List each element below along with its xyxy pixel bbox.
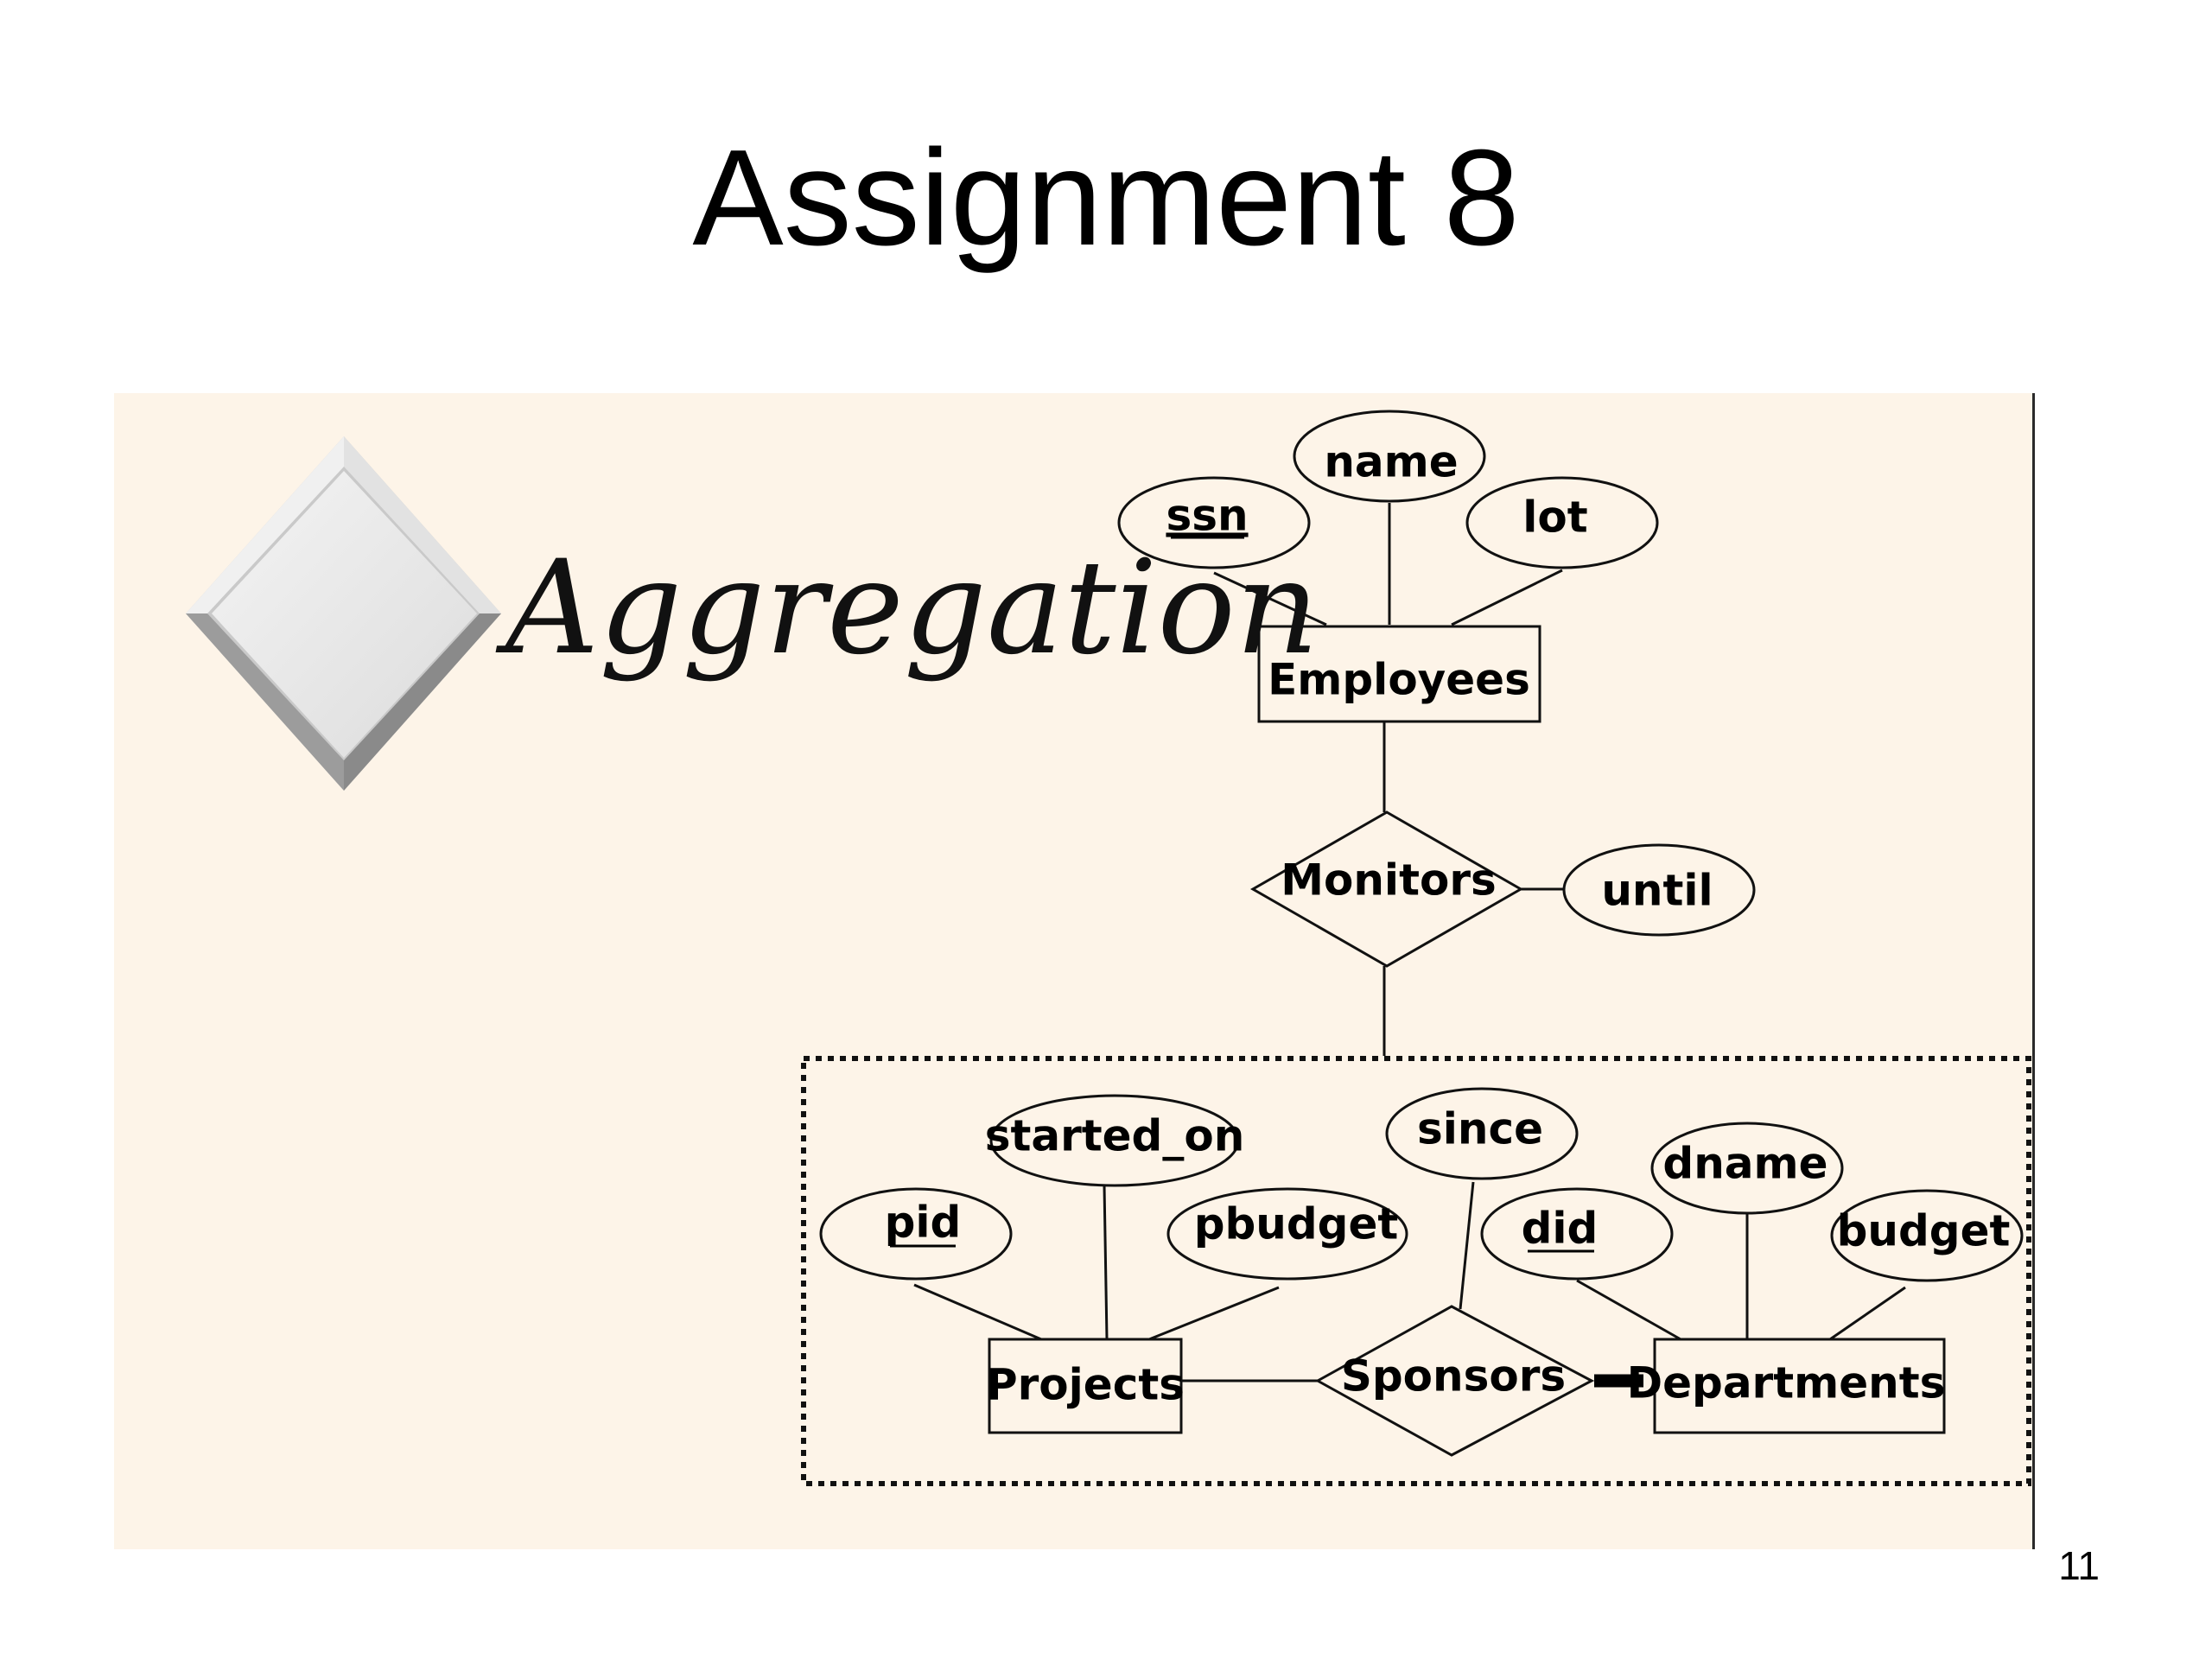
- entity-label-employees: Employees: [1268, 655, 1530, 705]
- attribute-ssn: [1117, 476, 1311, 569]
- page-number: 11: [2058, 1543, 2100, 1588]
- entity-employees: Employees: [1257, 625, 1541, 723]
- attribute-started-on: [989, 1094, 1240, 1187]
- relationship-sponsors: Sponsors: [1314, 1305, 1595, 1457]
- aggregation-boundary: [801, 1056, 2031, 1486]
- attribute-budget: [1830, 1189, 2024, 1282]
- attribute-label-pbudget: pbudget: [1194, 1199, 1399, 1249]
- attribute-pid: [819, 1187, 1013, 1281]
- diamond-logo-icon: [186, 436, 501, 791]
- entity-projects: Projects: [986, 1338, 1185, 1434]
- attribute-name: [1293, 410, 1486, 503]
- attribute-pbudget: [1166, 1187, 1408, 1281]
- attribute-lot: [1465, 476, 1659, 569]
- attribute-label-did: did: [1522, 1204, 1599, 1254]
- attribute-did: [1480, 1187, 1674, 1281]
- entity-label-projects: Projects: [986, 1360, 1185, 1410]
- attribute-since: [1385, 1087, 1579, 1180]
- panel-border: [2032, 393, 2035, 1549]
- connector-lines: [913, 503, 1906, 1382]
- slide-title: Assignment 8: [692, 122, 1520, 274]
- attribute-until: [1562, 843, 1756, 937]
- attribute-dname: [1650, 1122, 1844, 1215]
- attribute-label-since: since: [1417, 1104, 1543, 1154]
- attribute-label-ssn: ssn: [1166, 491, 1248, 541]
- relationship-monitors: Monitors: [1249, 810, 1524, 968]
- entity-label-departments: Departments: [1627, 1358, 1946, 1408]
- attribute-label-budget: budget: [1837, 1206, 2011, 1256]
- attribute-label-name: name: [1324, 437, 1458, 487]
- relationship-label-sponsors: Sponsors: [1341, 1351, 1566, 1402]
- relationship-label-monitors: Monitors: [1281, 855, 1497, 906]
- attribute-label-lot: lot: [1522, 493, 1587, 543]
- attribute-label-until: until: [1601, 866, 1713, 916]
- attribute-label-dname: dname: [1662, 1139, 1827, 1189]
- entity-departments: Departments: [1627, 1338, 1946, 1434]
- attribute-label-pid: pid: [885, 1198, 962, 1248]
- attribute-label-started-on: started_on: [985, 1111, 1245, 1161]
